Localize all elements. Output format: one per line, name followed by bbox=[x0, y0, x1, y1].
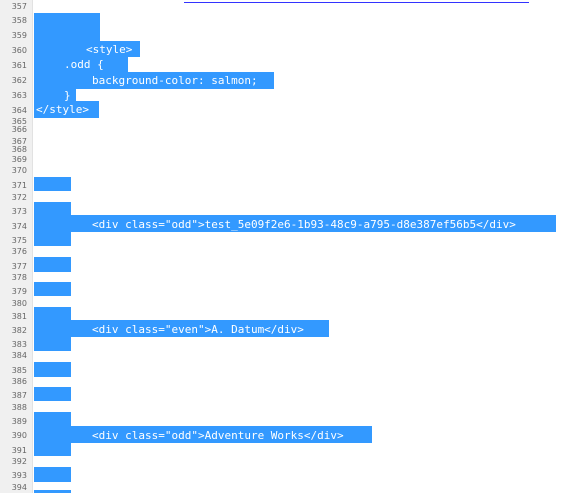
line-number: 363 bbox=[11, 91, 27, 100]
line-number: 370 bbox=[11, 166, 27, 175]
line-number: 359 bbox=[11, 31, 27, 40]
partial-link-underline bbox=[184, 0, 529, 3]
line-number: 365 bbox=[11, 117, 27, 126]
line-number: 394 bbox=[11, 483, 27, 492]
line-number: 378 bbox=[11, 273, 27, 282]
selection-block bbox=[34, 56, 128, 73]
selection-block bbox=[34, 41, 140, 57]
code-div-odd-test: <div class="odd">test_5e09f2e6-1b93-48c9… bbox=[92, 218, 516, 231]
line-number: 391 bbox=[11, 446, 27, 455]
selection-block bbox=[34, 387, 71, 401]
selection-block bbox=[34, 282, 71, 296]
selection-block bbox=[34, 101, 99, 118]
code-style-open: <style> bbox=[86, 43, 133, 56]
line-number: 373 bbox=[11, 207, 27, 216]
code-style-close: </style> bbox=[36, 103, 89, 116]
selection-block bbox=[70, 426, 372, 443]
line-number: 358 bbox=[11, 16, 27, 25]
line-number: 372 bbox=[11, 193, 27, 202]
selection-block bbox=[34, 412, 71, 456]
line-number: 364 bbox=[11, 106, 27, 115]
line-number: 361 bbox=[11, 61, 27, 70]
line-number: 388 bbox=[11, 403, 27, 412]
line-number: 380 bbox=[11, 299, 27, 308]
line-number: 377 bbox=[11, 262, 27, 271]
selection-block bbox=[34, 87, 76, 102]
line-number: 390 bbox=[11, 431, 27, 440]
line-number: 385 bbox=[11, 366, 27, 375]
line-number-gutter: 357 358 359 360 361 362 363 364 365 366 … bbox=[0, 0, 33, 493]
line-number: 374 bbox=[11, 222, 27, 231]
selection-block bbox=[34, 257, 71, 272]
code-div-odd-adventure: <div class="odd">Adventure Works</div> bbox=[92, 429, 344, 442]
line-number: 371 bbox=[11, 181, 27, 190]
line-number: 392 bbox=[11, 457, 27, 466]
selection-block bbox=[34, 490, 71, 493]
selection-block bbox=[34, 72, 274, 89]
selection-block bbox=[34, 202, 71, 246]
selection-block bbox=[34, 177, 71, 191]
line-number: 381 bbox=[11, 312, 27, 321]
selection-block bbox=[34, 307, 71, 351]
selection-block bbox=[70, 215, 556, 232]
selection-block bbox=[70, 320, 329, 337]
line-number: 389 bbox=[11, 417, 27, 426]
line-number: 382 bbox=[11, 326, 27, 335]
code-close-brace: } bbox=[64, 89, 71, 102]
selection-block bbox=[34, 362, 71, 377]
line-number: 368 bbox=[11, 145, 27, 154]
line-number: 375 bbox=[11, 236, 27, 245]
line-number: 376 bbox=[11, 247, 27, 256]
line-number: 357 bbox=[11, 2, 27, 11]
line-number: 367 bbox=[11, 137, 27, 146]
code-div-even-adatum: <div class="even">A. Datum</div> bbox=[92, 323, 304, 336]
selection-block bbox=[34, 467, 71, 482]
line-number: 387 bbox=[11, 391, 27, 400]
line-number: 366 bbox=[11, 125, 27, 134]
code-odd-selector: .odd { bbox=[64, 58, 104, 71]
line-number: 383 bbox=[11, 340, 27, 349]
line-number: 379 bbox=[11, 287, 27, 296]
line-number: 360 bbox=[11, 46, 27, 55]
line-number: 369 bbox=[11, 155, 27, 164]
line-number: 393 bbox=[11, 471, 27, 480]
line-number: 384 bbox=[11, 351, 27, 360]
line-number: 362 bbox=[11, 76, 27, 85]
line-number: 386 bbox=[11, 377, 27, 386]
code-background-rule: background-color: salmon; bbox=[92, 74, 258, 87]
selection-block bbox=[34, 13, 100, 42]
